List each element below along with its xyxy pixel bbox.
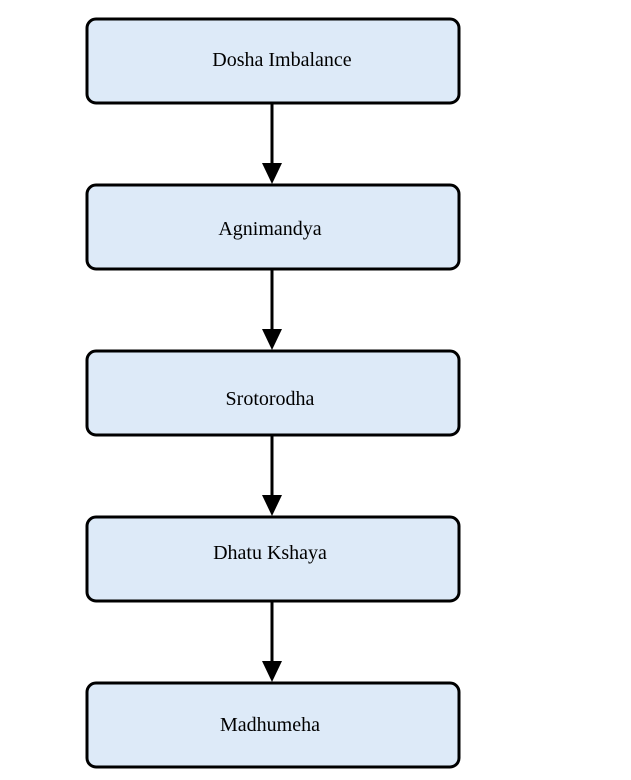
node-box	[85, 681, 461, 769]
arrow-srotorodha-to-dhatu-kshaya	[262, 435, 282, 516]
arrow-head-icon	[262, 495, 282, 516]
node-label: Srotorodha	[226, 388, 315, 410]
arrow-head-icon	[262, 329, 282, 350]
arrow-dhatu-kshaya-to-madhumeha	[262, 601, 282, 682]
node-dosha-imbalance: Dosha Imbalance	[85, 17, 461, 105]
arrow-head-icon	[262, 163, 282, 184]
arrow-head-icon	[262, 661, 282, 682]
node-dhatu-kshaya: Dhatu Kshaya	[85, 515, 461, 603]
node-label: Madhumeha	[220, 714, 320, 736]
node-srotorodha: Srotorodha	[85, 349, 461, 437]
arrow-dosha-to-agnimandya	[262, 103, 282, 184]
arrow-agnimandya-to-srotorodha	[262, 269, 282, 350]
node-label: Dosha Imbalance	[212, 49, 352, 71]
node-label: Agnimandya	[218, 218, 321, 240]
node-label: Dhatu Kshaya	[213, 542, 327, 564]
node-madhumeha: Madhumeha	[85, 681, 461, 769]
node-agnimandya: Agnimandya	[85, 183, 461, 271]
